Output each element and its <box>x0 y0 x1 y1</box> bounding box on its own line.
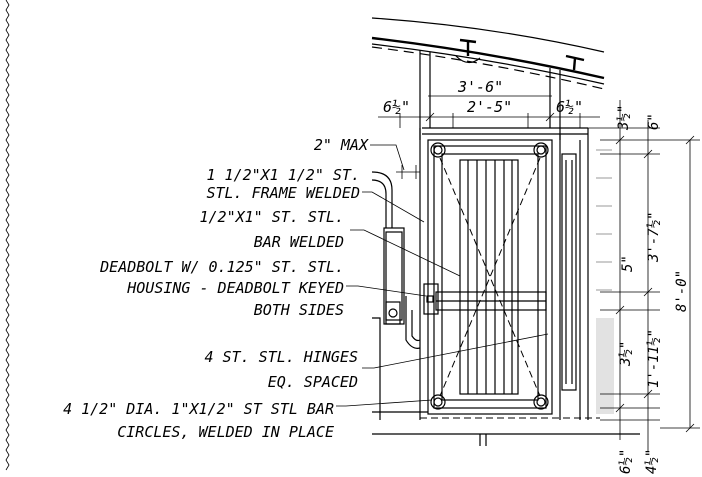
dim-mid-5: 5" <box>620 255 636 272</box>
dim-opening: 2'-5" <box>467 98 512 116</box>
dim-top-6: 6" <box>646 113 662 130</box>
dim-overall-width: 3'-6" <box>457 78 503 96</box>
dim-left-margin: 6½" <box>383 98 410 116</box>
dim-top-3-5: 3½" <box>616 105 632 131</box>
corner-circles <box>430 142 549 410</box>
note-bar-line1: 1/2"X1" ST. STL. <box>200 208 345 226</box>
top-dimensions <box>378 92 600 128</box>
note-2in-max: 2" MAX <box>314 136 369 154</box>
leader-lines <box>336 144 549 407</box>
dim-right-margin: 6½" <box>556 98 583 116</box>
note-bar-line2: BAR WELDED <box>254 233 344 251</box>
dim-bottom-4-5: 4½" <box>644 449 660 474</box>
note-frame-line2: STL. FRAME WELDED <box>206 184 360 202</box>
deadbolt-housing <box>423 283 439 315</box>
note-deadbolt-line3: BOTH SIDES <box>254 301 344 319</box>
base-slab <box>372 411 640 446</box>
break-line <box>5 0 10 471</box>
gate-outer-frame <box>419 127 589 420</box>
right-wall <box>596 149 614 414</box>
note-circles-line2: CIRCLES, WELDED IN PLACE <box>117 423 334 441</box>
note-deadbolt-line1: DEADBOLT W/ 0.125" ST. STL. <box>99 258 344 276</box>
note-deadbolt-line2: HOUSING - DEADBOLT KEYED <box>126 279 344 297</box>
note-hinges-line1: 4 ST. STL. HINGES <box>204 348 358 366</box>
note-frame-line1: 1 1/2"X1 1/2" ST. <box>206 166 360 184</box>
right-dimensions <box>588 100 700 452</box>
note-circles-line1: 4 1/2" DIA. 1"X1/2" ST STL BAR <box>63 400 334 418</box>
dim-upper-height: 3'-7½" <box>646 211 662 263</box>
note-hinges-line2: EQ. SPACED <box>268 373 358 391</box>
curved-beam <box>371 17 605 90</box>
dim-total-height: 8'-0" <box>674 270 690 312</box>
notes: 2" MAX 1 1/2"X1 1/2" ST. STL. FRAME WELD… <box>63 136 369 441</box>
gate-panel <box>435 153 547 401</box>
dim-lower-3-5: 3½" <box>618 341 634 367</box>
dim-bottom-6-5: 6½" <box>618 449 634 474</box>
left-conduit <box>371 171 421 420</box>
dim-lower-height: 1'-11½" <box>646 329 662 388</box>
